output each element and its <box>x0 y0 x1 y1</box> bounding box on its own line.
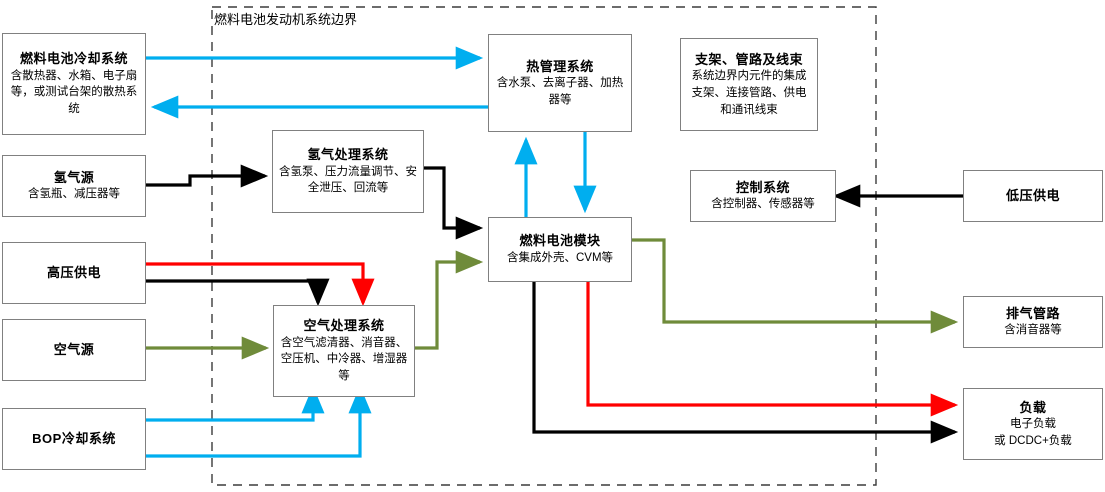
conn-module-to-load-black <box>532 282 959 444</box>
box-title: 空气处理系统 <box>303 318 385 334</box>
box-subtitle: 系统边界内元件的集成支架、连接管路、供电和通讯线束 <box>691 70 807 116</box>
box-air-processing-system[interactable]: 空气处理系统 含空气滤清器、消音器、空压机、中冷器、增湿器等 <box>273 305 415 397</box>
box-title: 氢气源 <box>53 169 95 185</box>
conn-bop-cooling-to-air-processing-1 <box>146 385 325 422</box>
box-title: 负载 <box>1019 399 1047 415</box>
box-subtitle: 含消音器等 <box>1004 324 1062 337</box>
box-title: 低压供电 <box>1005 188 1060 204</box>
box-subtitle: 含氢泵、压力流量调节、安全泄压、回流等 <box>279 165 417 195</box>
box-subtitle: 含散热器、水箱、电子扇等，或测试台架的散热系统 <box>10 69 138 116</box>
conn-hv-power-to-air-processing-black <box>146 278 330 307</box>
box-bop-cooling-system[interactable]: BOP冷却系统 <box>2 408 146 470</box>
conn-module-to-load-red <box>586 282 959 417</box>
box-hydrogen-source[interactable]: 氢气源 含氢瓶、减压器等 <box>2 155 146 217</box>
conn-hv-power-to-air-processing-red <box>146 262 375 307</box>
box-title: 高压供电 <box>46 265 101 281</box>
conn-hydrogen-processing-to-module <box>424 166 484 240</box>
box-subtitle-line-1: 电子负载 <box>1010 418 1056 431</box>
conn-hydrogen-source-to-processing <box>146 164 269 188</box>
box-fc-cooling-system[interactable]: 燃料电池冷却系统 含散热器、水箱、电子扇等，或测试台架的散热系统 <box>2 33 146 135</box>
box-hydrogen-processing-system[interactable]: 氢气处理系统 含氢泵、压力流量调节、安全泄压、回流等 <box>272 130 424 213</box>
system-boundary <box>211 6 877 486</box>
box-subtitle: 含水泵、去离子器、加热器等 <box>496 77 624 106</box>
box-load[interactable]: 负载 电子负载 或 DCDC+负载 <box>963 388 1103 460</box>
box-title: 热管理系统 <box>526 58 594 74</box>
box-lv-power-supply[interactable]: 低压供电 <box>963 170 1103 222</box>
conn-module-to-exhaust <box>632 238 959 334</box>
box-air-source[interactable]: 空气源 <box>2 319 146 381</box>
conn-air-processing-to-module <box>415 250 484 350</box>
system-boundary-label: 燃料电池发动机系统边界 <box>214 12 358 27</box>
box-title: 控制系统 <box>735 179 790 195</box>
box-title: 空气源 <box>53 342 95 358</box>
box-subtitle: 含集成外壳、CVM等 <box>506 251 614 264</box>
conn-bop-cooling-to-air-processing-2 <box>146 385 372 458</box>
box-subtitle: 含空气滤清器、消音器、空压机、中冷器、增湿器等 <box>280 336 408 383</box>
box-hv-power-supply[interactable]: 高压供电 <box>2 242 146 304</box>
box-thermal-management-system[interactable]: 热管理系统 含水泵、去离子器、加热器等 <box>488 34 632 132</box>
box-title: 支架、管路及线束 <box>694 51 803 67</box>
box-subtitle: 含氢瓶、减压器等 <box>28 188 120 201</box>
box-control-system[interactable]: 控制系统 含控制器、传感器等 <box>690 170 836 222</box>
box-fuel-cell-module[interactable]: 燃料电池模块 含集成外壳、CVM等 <box>488 217 632 282</box>
box-title: 氢气处理系统 <box>307 147 389 163</box>
box-title: BOP冷却系统 <box>32 431 116 447</box>
box-subtitle: 含控制器、传感器等 <box>711 198 815 211</box>
box-title: 燃料电池冷却系统 <box>19 51 128 67</box>
box-exhaust-pipeline[interactable]: 排气管路 含消音器等 <box>963 296 1103 348</box>
box-title: 燃料电池模块 <box>519 233 601 249</box>
box-title: 排气管路 <box>1005 305 1060 321</box>
box-bracket-pipe-harness[interactable]: 支架、管路及线束 系统边界内元件的集成支架、连接管路、供电和通讯线束 <box>680 38 818 131</box>
box-subtitle-line-2: 或 DCDC+负载 <box>994 434 1072 447</box>
